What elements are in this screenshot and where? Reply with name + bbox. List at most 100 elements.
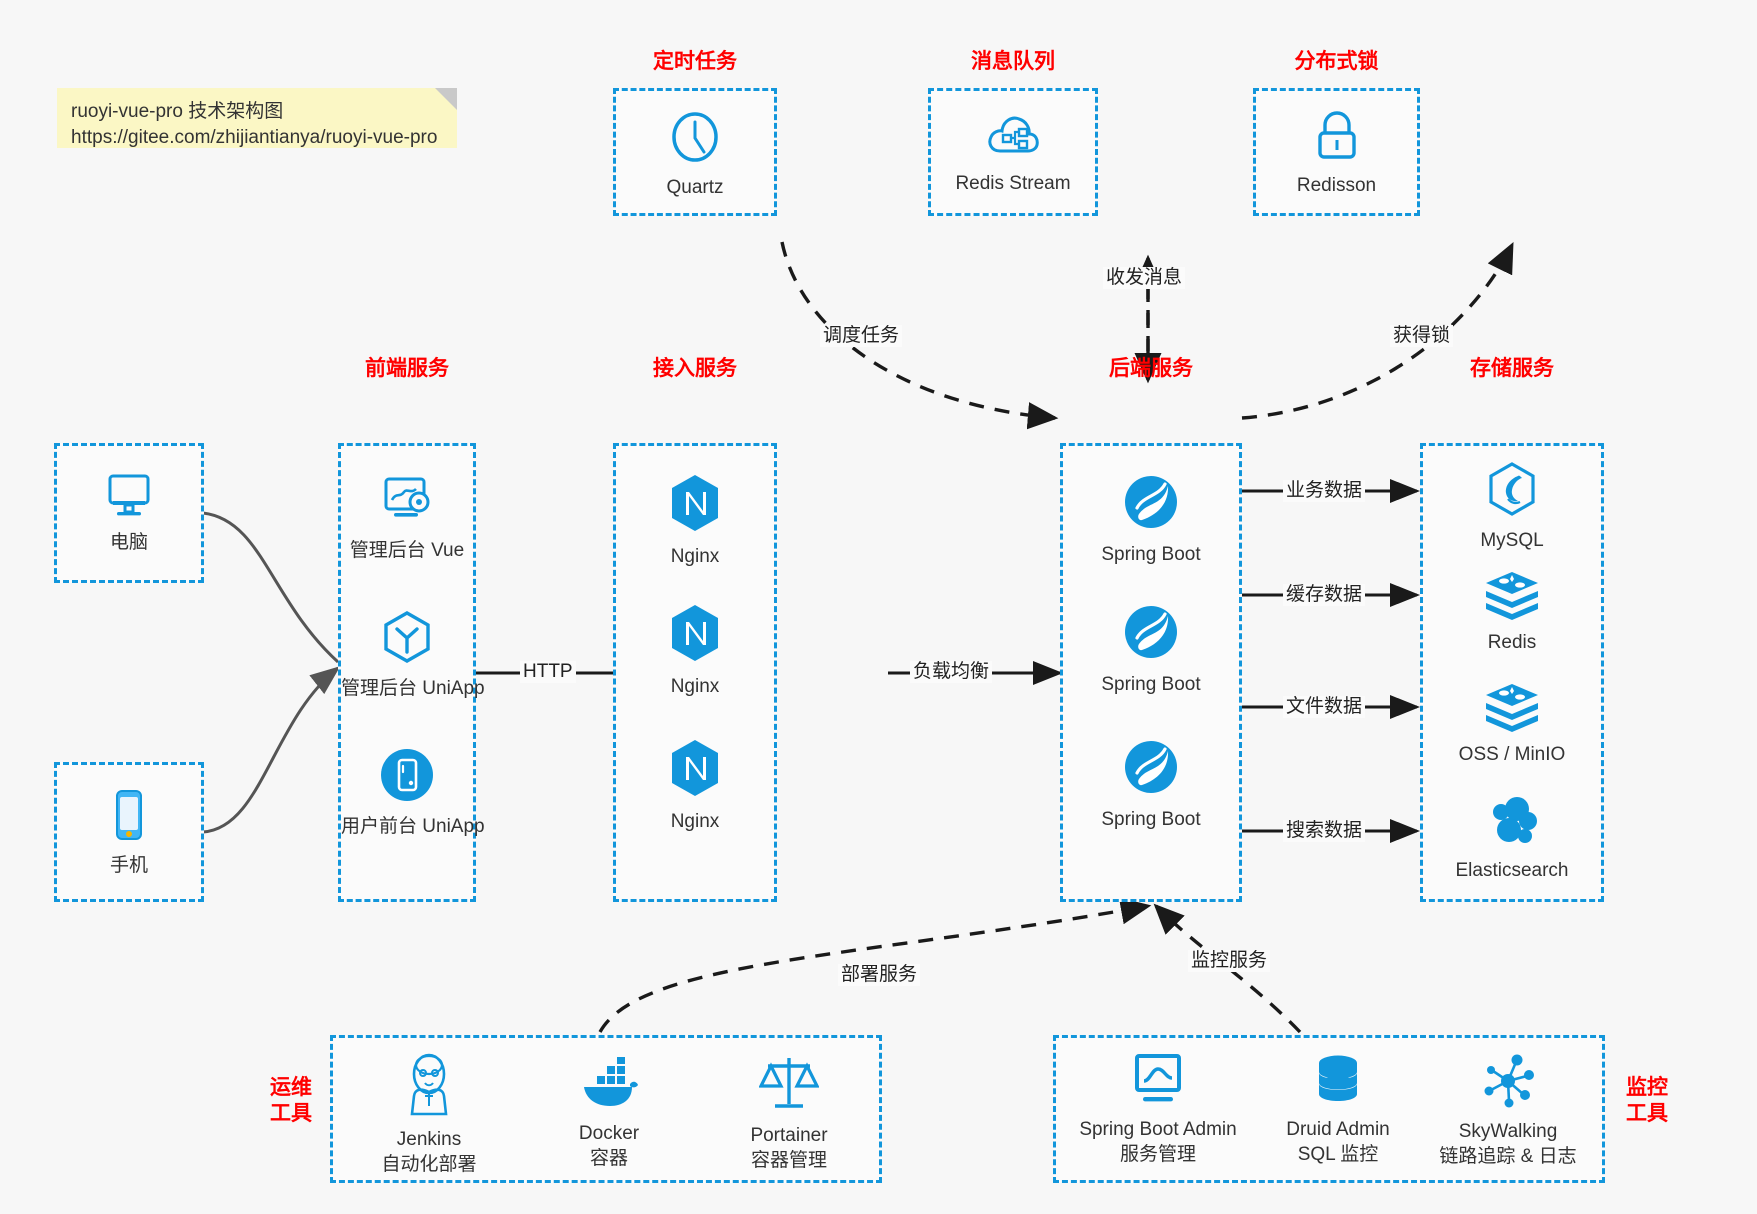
node-label-user-uniapp: 用户前台 UniApp (341, 816, 485, 837)
node-sublabel-spring-boot-admin: 服务管理 (1119, 1144, 1196, 1165)
redis-stack-icon (1423, 570, 1601, 625)
group-box-frontend: 管理后台 Vue 管理后台 UniApp 用户前台 UniApp (338, 443, 485, 902)
group-title-backend: 后端服务 (1109, 357, 1193, 380)
group-box-client-mobile: 手机 (54, 762, 204, 902)
node-label-spring-boot-3: Spring Boot (1101, 809, 1201, 830)
node-admin-uniapp[interactable]: 管理后台 UniApp (341, 608, 485, 701)
phone-circle-icon (341, 746, 473, 809)
group-title-scheduled-task: 定时任务 (653, 50, 737, 73)
node-label-nginx-2: Nginx (670, 676, 720, 697)
node-admin-vue[interactable]: 管理后台 Vue (341, 474, 473, 563)
group-box-gateway: Nginx Nginx Nginx (613, 443, 777, 902)
node-label-admin-vue: 管理后台 Vue (349, 540, 465, 561)
scales-icon (709, 1052, 869, 1119)
group-title-gateway: 接入服务 (653, 357, 737, 380)
group-box-client-desktop: 电脑 (54, 443, 204, 583)
group-title-message-queue: 消息队列 (971, 50, 1055, 73)
spring-leaf-icon (1063, 602, 1239, 667)
note-line-1: ruoyi-vue-pro 技术架构图 (71, 101, 284, 122)
node-mobile[interactable]: 手机 (57, 787, 201, 878)
node-label-redis-stream: Redis Stream (955, 173, 1071, 194)
node-nginx-3[interactable]: Nginx (616, 737, 774, 834)
node-sublabel-docker: 容器 (589, 1148, 628, 1169)
node-label-quartz: Quartz (666, 177, 724, 198)
cube-icon (341, 608, 473, 671)
mysql-dolphin-icon (1423, 460, 1601, 523)
node-spring-boot-admin[interactable]: Spring Boot Admin 服务管理 (1058, 1052, 1258, 1167)
edge-label-http: HTTP (520, 661, 576, 683)
node-redis-stream[interactable]: Redis Stream (931, 109, 1095, 196)
edge-label-business-data: 业务数据 (1283, 480, 1366, 502)
node-label-oss-minio: OSS / MinIO (1458, 744, 1566, 765)
group-title-monitoring-line2: 工具 (1626, 1102, 1668, 1125)
group-box-storage: MySQL Redis (1420, 443, 1604, 902)
node-spring-boot-1[interactable]: Spring Boot (1063, 472, 1239, 567)
edge-label-cache-data: 缓存数据 (1283, 584, 1366, 606)
monitor-chart-icon (1058, 1052, 1258, 1113)
node-label-portainer: Portainer (750, 1125, 828, 1146)
node-label-elasticsearch: Elasticsearch (1455, 860, 1569, 881)
node-nginx-1[interactable]: Nginx (616, 472, 774, 569)
node-label-skywalking: SkyWalking (1458, 1121, 1558, 1142)
node-label-spring-boot-admin: Spring Boot Admin (1079, 1119, 1237, 1140)
node-mysql[interactable]: MySQL (1423, 460, 1601, 553)
node-spring-boot-2[interactable]: Spring Boot (1063, 602, 1239, 697)
group-box-backend: Spring Boot Spring Boot Spring Boot (1060, 443, 1242, 902)
edge-label-schedule-task: 调度任务 (820, 325, 903, 347)
group-box-scheduled-task: Quartz (613, 88, 777, 216)
node-user-uniapp[interactable]: 用户前台 UniApp (341, 746, 485, 839)
group-title-monitoring: 监控 工具 (1616, 1075, 1678, 1127)
nginx-icon (616, 472, 774, 539)
clock-icon (616, 109, 774, 170)
database-icon (1248, 1052, 1428, 1113)
note-fold-corner (435, 88, 457, 110)
redis-stack-icon (1423, 682, 1601, 737)
node-nginx-2[interactable]: Nginx (616, 602, 774, 699)
node-label-spring-boot-2: Spring Boot (1101, 674, 1201, 695)
dashboard-gear-icon (341, 474, 473, 533)
node-elasticsearch[interactable]: Elasticsearch (1423, 792, 1601, 883)
node-label-redis: Redis (1487, 632, 1537, 653)
note-line-2: https://gitee.com/zhijiantianya/ruoyi-vu… (71, 127, 438, 148)
group-title-monitoring-line1: 监控 (1626, 1076, 1668, 1099)
node-druid-admin[interactable]: Druid Admin SQL 监控 (1248, 1052, 1428, 1167)
node-oss-minio[interactable]: OSS / MinIO (1423, 682, 1601, 767)
node-label-admin-uniapp: 管理后台 UniApp (341, 678, 485, 699)
nginx-icon (616, 602, 774, 669)
group-box-monitoring: Spring Boot Admin 服务管理 Druid Admin SQL 监… (1053, 1035, 1605, 1183)
nginx-icon (616, 737, 774, 804)
spring-leaf-icon (1063, 472, 1239, 537)
lock-icon (1256, 109, 1417, 168)
node-label-nginx-3: Nginx (670, 811, 720, 832)
group-title-frontend: 前端服务 (365, 357, 449, 380)
node-quartz[interactable]: Quartz (616, 109, 774, 200)
node-spring-boot-3[interactable]: Spring Boot (1063, 737, 1239, 832)
edge-label-acquire-lock: 获得锁 (1390, 325, 1454, 347)
node-jenkins[interactable]: Jenkins 自动化部署 (349, 1052, 509, 1177)
node-label-druid-admin: Druid Admin (1286, 1119, 1390, 1140)
node-skywalking[interactable]: SkyWalking 链路追踪 & 日志 (1408, 1052, 1608, 1169)
group-title-devops-line1: 运维 (270, 1076, 312, 1099)
edge-label-file-data: 文件数据 (1283, 696, 1366, 718)
diagram-note: ruoyi-vue-pro 技术架构图 https://gitee.com/zh… (57, 88, 457, 148)
node-portainer[interactable]: Portainer 容器管理 (709, 1052, 869, 1173)
edge-label-monitor-service: 监控服务 (1188, 950, 1271, 972)
cloud-stream-icon (931, 109, 1095, 166)
edge-label-load-balance: 负载均衡 (910, 661, 993, 683)
node-desktop[interactable]: 电脑 (57, 470, 201, 555)
elasticsearch-icon (1423, 792, 1601, 853)
edge-label-search-data: 搜索数据 (1283, 820, 1366, 842)
node-sublabel-portainer: 容器管理 (750, 1150, 827, 1171)
group-box-devops: Jenkins 自动化部署 Docker 容器 (330, 1035, 882, 1183)
node-docker[interactable]: Docker 容器 (529, 1056, 689, 1171)
network-nodes-icon (1408, 1052, 1608, 1115)
node-label-mysql: MySQL (1480, 530, 1544, 551)
node-redisson[interactable]: Redisson (1256, 109, 1417, 198)
group-box-distributed-lock: Redisson (1253, 88, 1420, 216)
node-sublabel-jenkins: 自动化部署 (381, 1154, 477, 1175)
group-title-devops: 运维 工具 (260, 1075, 322, 1127)
group-title-devops-line2: 工具 (270, 1102, 312, 1125)
node-redis[interactable]: Redis (1423, 570, 1601, 655)
group-box-message-queue: Redis Stream (928, 88, 1098, 216)
edge-label-send-receive-message: 收发消息 (1103, 267, 1186, 289)
